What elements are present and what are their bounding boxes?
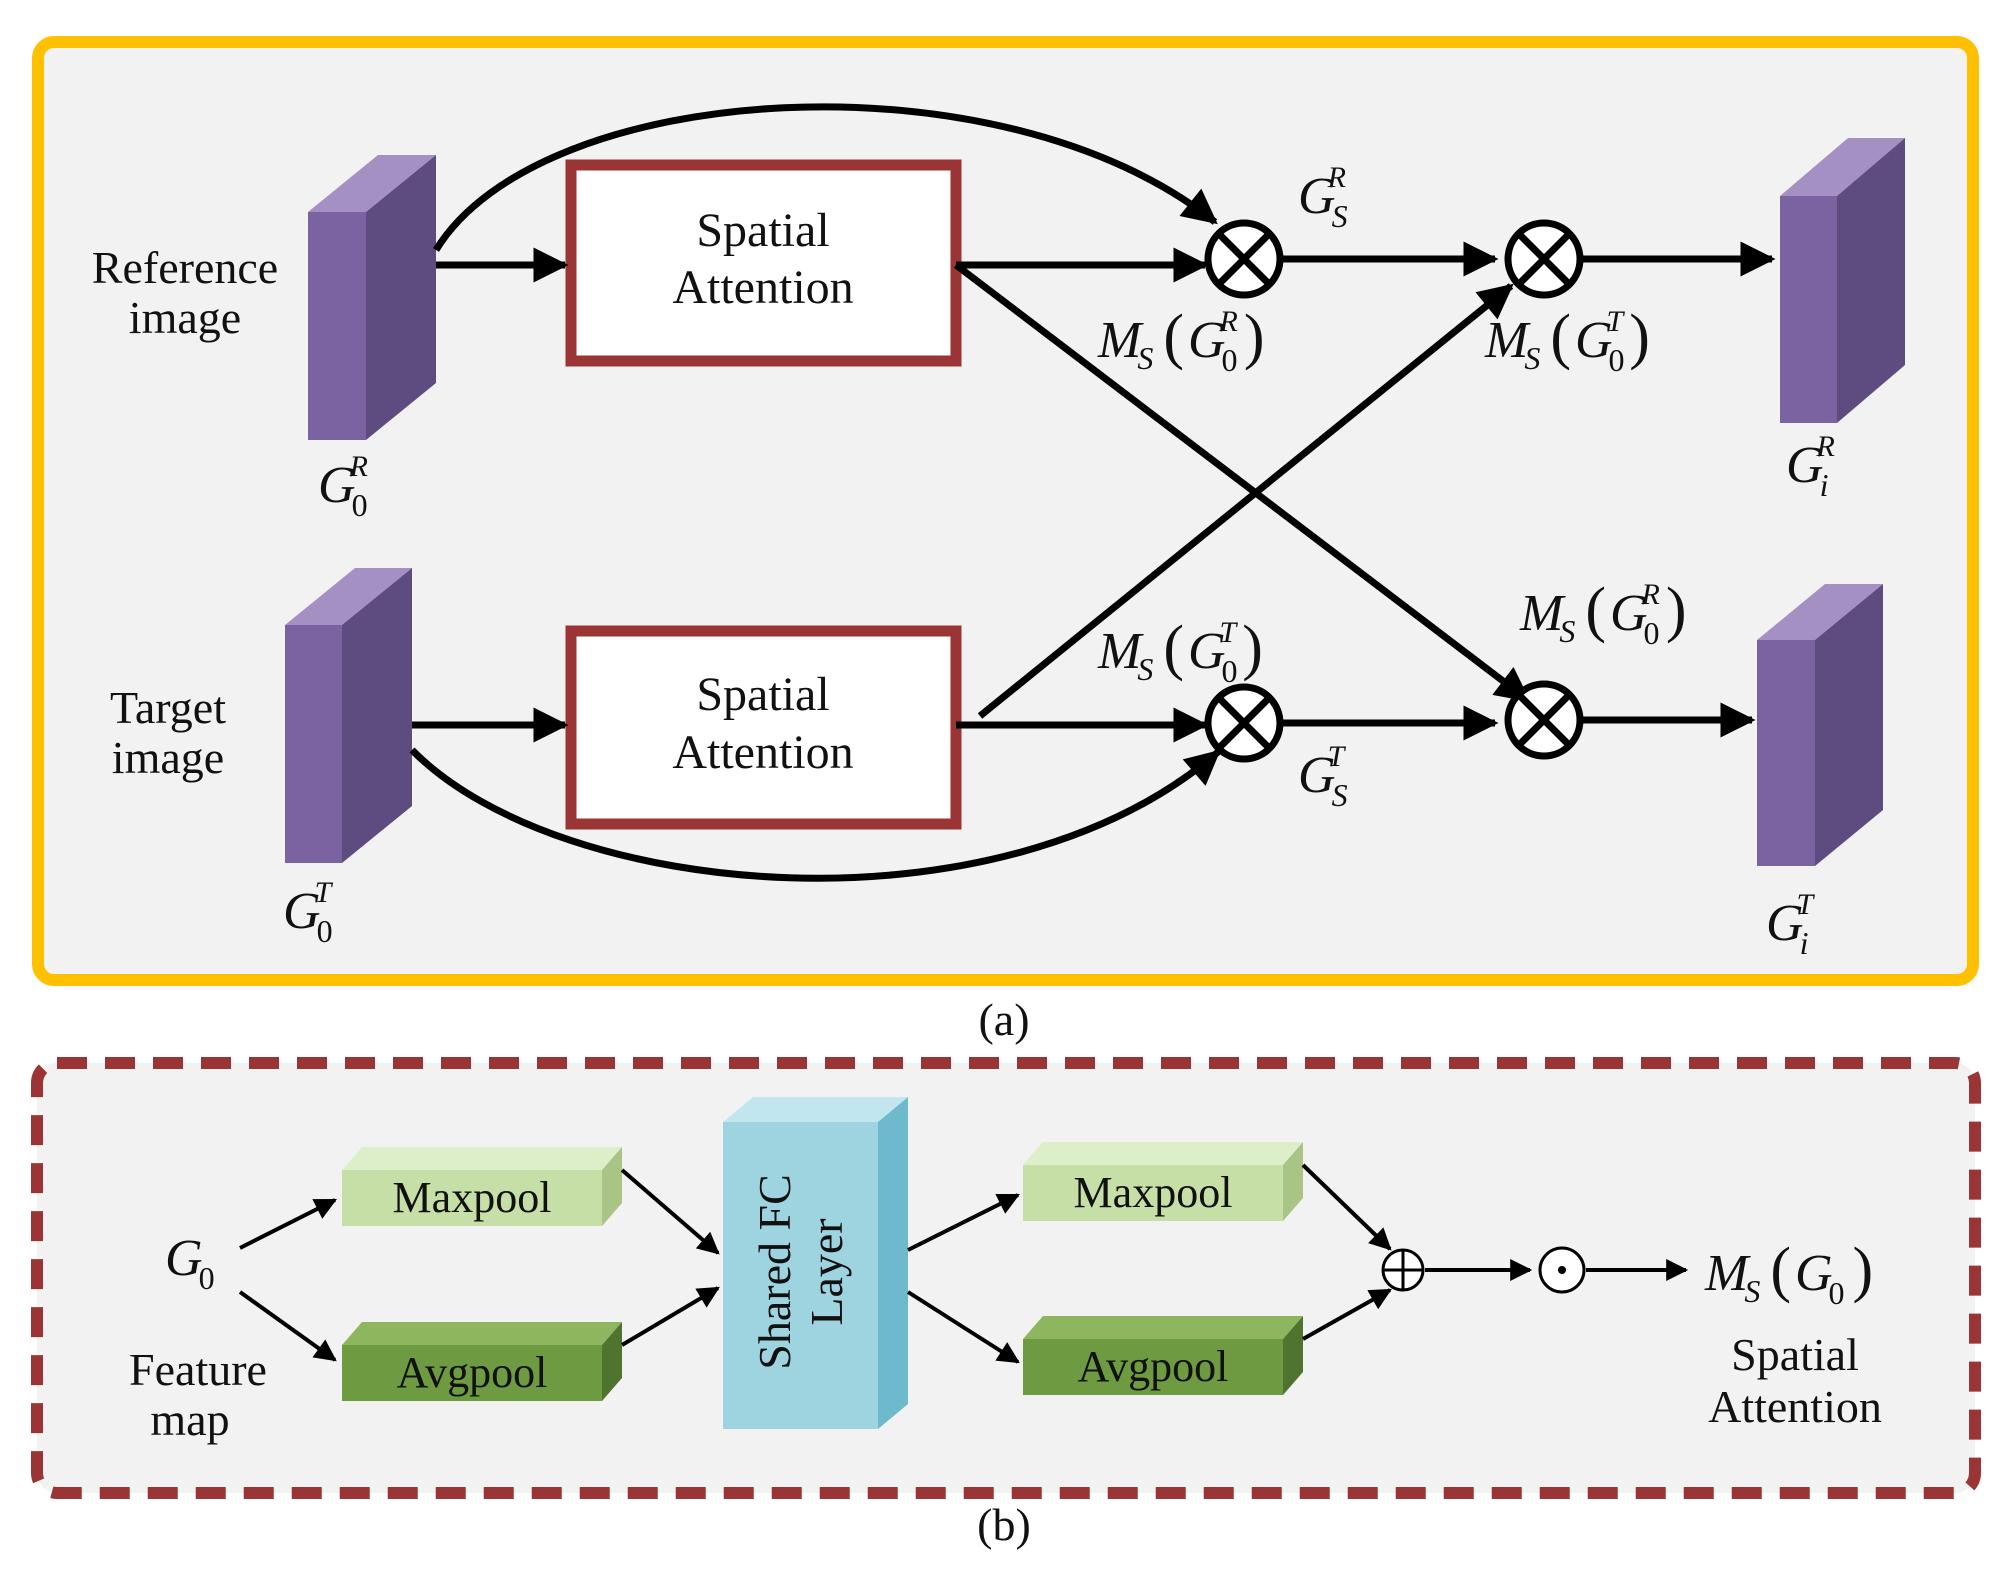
symbol-gsr: GSR (1298, 161, 1348, 234)
feature-block-reference-output (1780, 138, 1905, 423)
maxpool-block-right (1023, 1142, 1303, 1221)
arrow-ref-curve-to-mult (433, 103, 1218, 252)
multiply-node-tgt-2 (1504, 680, 1584, 760)
spatial-attention-box-reference (565, 159, 962, 367)
feature-block-target-output (1757, 584, 1883, 866)
arrow-g0-to-avgpool (238, 1290, 337, 1362)
spatial-attention-output-line2: Attention (1708, 1381, 1882, 1432)
arrow-fc-to-maxpool (907, 1193, 1020, 1252)
maxpool-label-right: Maxpool (1074, 1168, 1233, 1217)
target-image-label-line1: Target (110, 682, 226, 733)
shared-fc-label-line2: Layer (801, 1218, 852, 1325)
input-symbol-g0: G0 (165, 1230, 215, 1296)
feature-block-reference-input (308, 155, 436, 440)
spatial-attention-label-ref-line2: Attention (672, 261, 853, 314)
avgpool-block-right (1023, 1316, 1303, 1395)
mask-label-ms-g0t-top: MS(G0T) (1484, 303, 1650, 378)
mask-label-ms-g0r-top: MS(G0R) (1097, 303, 1265, 378)
mask-label-ms-g0t-bottom: MS(G0T) (1097, 614, 1263, 689)
mask-label-ms-g0r-bottom: MS(G0R) (1519, 576, 1687, 651)
arrow-avgpool-to-fc (620, 1286, 720, 1347)
symbol-git: GiT (1766, 888, 1815, 961)
feature-map-label-line1: Feature (129, 1344, 267, 1395)
caption-a: (a) (978, 994, 1029, 1045)
symbol-g0t: G0T (283, 876, 334, 949)
maxpool-block-left (342, 1147, 622, 1226)
output-symbol-ms-g0: MS(G0) (1704, 1236, 1873, 1311)
sum-node (1381, 1248, 1425, 1292)
arrow-sa-ref-cross (953, 262, 1531, 703)
arrow-maxpool-to-fc (620, 1168, 720, 1255)
avgpool-label-left: Avgpool (397, 1348, 548, 1397)
caption-b: (b) (977, 1499, 1031, 1550)
arrow-avgpool-to-sum (1302, 1288, 1392, 1341)
avgpool-label-right: Avgpool (1078, 1342, 1229, 1391)
multiply-node-ref-1 (1204, 219, 1284, 299)
feature-map-label-line2: map (150, 1394, 229, 1445)
target-image-label-line2: image (112, 732, 224, 783)
spatial-attention-label-tgt-line1: Spatial (696, 668, 829, 721)
arrow-fc-to-avgpool (906, 1290, 1020, 1364)
shared-fc-layer-block (723, 1097, 908, 1429)
dot-product-node (1538, 1246, 1586, 1294)
spatial-attention-output-line1: Spatial (1731, 1329, 1859, 1380)
arrow-tgt-curve-to-mult (409, 747, 1221, 882)
feature-block-target-input (285, 568, 412, 863)
panel-a-frame (32, 36, 1979, 986)
symbol-g0r: G0R (318, 450, 368, 523)
panel-b-frame (31, 1057, 1981, 1499)
reference-image-label-line1: Reference (92, 242, 278, 293)
arrow-sa-tgt-cross (977, 283, 1514, 719)
arrow-maxpool-to-sum (1301, 1163, 1392, 1251)
avgpool-block-left (342, 1322, 622, 1401)
symbol-gst: GST (1298, 740, 1348, 813)
reference-image-label-line2: image (129, 292, 241, 343)
multiply-node-tgt-1 (1204, 683, 1284, 763)
maxpool-label-left: Maxpool (393, 1173, 552, 1222)
arrow-g0-to-maxpool (239, 1198, 337, 1250)
shared-fc-label-line1: Shared FC (749, 1174, 800, 1370)
symbol-gir: GiR (1786, 430, 1835, 503)
spatial-attention-label-ref-line1: Spatial (696, 204, 829, 257)
spatial-attention-label-tgt-line2: Attention (672, 726, 853, 779)
multiply-node-ref-2 (1504, 219, 1584, 299)
